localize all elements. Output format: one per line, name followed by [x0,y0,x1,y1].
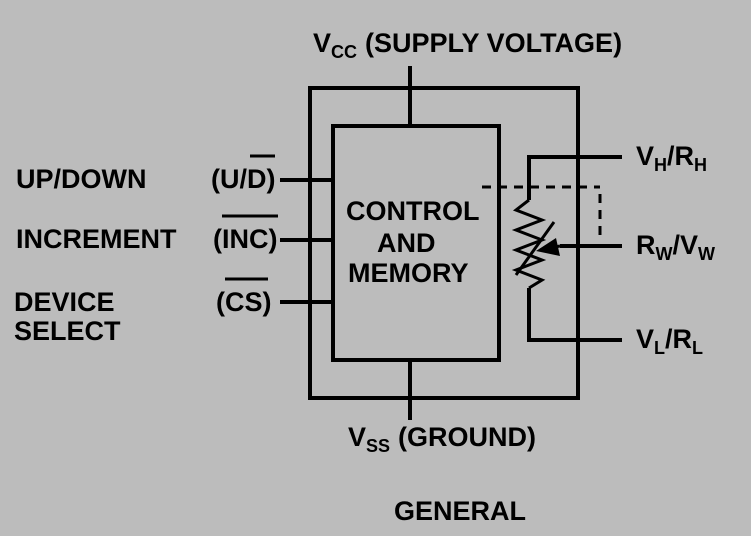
cs-pin-label: (CS) [216,287,272,317]
outer-package-box [308,86,580,400]
rw-vw-label: RW/VW [636,230,715,264]
wiper-slope-line [514,221,556,276]
vh-output-line [527,155,622,200]
select-label: SELECT [14,316,121,346]
device-label: DEVICE [14,287,115,317]
core-label-and: AND [377,228,436,258]
inc-pin-label: (INC) [213,224,278,254]
wiper-arrowhead [536,238,560,256]
ud-pin-label: (U/D) [211,164,276,194]
core-label-memory: MEMORY [348,258,469,288]
vss-label: VSS(GROUND) [348,422,536,456]
increment-label: INCREMENT [16,224,177,254]
core-label-control: CONTROL [346,196,479,226]
vcc-label: VCC(SUPPLY VOLTAGE) [313,28,622,62]
vl-output-line [527,288,622,342]
up-down-label: UP/DOWN [16,164,147,194]
resistor-zigzag [511,198,547,290]
vl-rl-label: VL/RL [636,324,703,358]
control-memory-box [331,124,501,362]
vh-rh-label: VH/RH [636,141,707,175]
caption-general: GENERAL [394,496,526,526]
